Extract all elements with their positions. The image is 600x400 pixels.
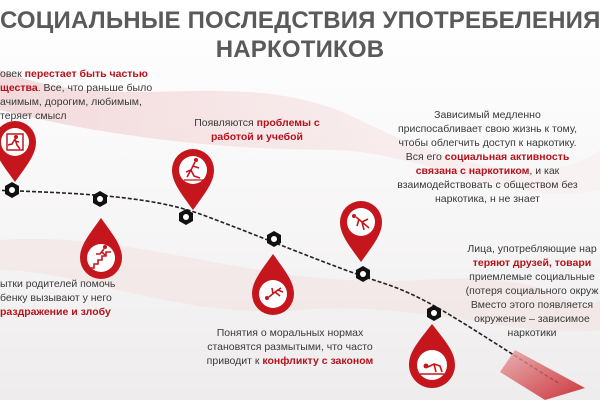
person-falling-icon	[265, 287, 284, 300]
title-line-1: СОЦИАЛЬНЫЕ ПОСЛЕДСТВИЯ УПОТРЕБЕЛЕНИЯ	[0, 7, 600, 34]
body-text: ытки родителей помочь	[0, 278, 116, 290]
text-line: чтобы облегчить доступ к наркотику.	[375, 136, 600, 150]
timeline-node-2	[93, 191, 107, 207]
pin-stage-1	[0, 121, 36, 182]
person-exit-icon	[6, 133, 24, 151]
highlight-text: социальная активность	[444, 151, 570, 163]
person-stairs-icon	[90, 245, 111, 269]
text-line: приводит к конфликту с законом	[190, 354, 390, 368]
text-line: щества. Все, что раньше было	[0, 81, 152, 95]
highlight-text: работой и учебой	[210, 131, 304, 143]
body-text: приводит к	[206, 355, 263, 367]
title-line-2: НАРКОТИКОВ	[215, 36, 385, 63]
text-line: взаимодействовать с обществом без	[375, 178, 600, 192]
text-line: (потеря социального окруж	[452, 284, 600, 298]
text-line: теряет смысл	[0, 109, 152, 123]
text-line: Зависимый медленно	[375, 108, 600, 122]
body-text: ачимым, дорогим, любимым,	[0, 96, 142, 108]
text-line: ытки родителей помочь	[0, 277, 115, 291]
highlight-text: проблемы с	[256, 117, 320, 129]
text-line: наркотики	[452, 326, 600, 340]
timeline-curve	[0, 189, 561, 385]
body-text: Лица, употребляющие нар	[467, 243, 597, 255]
text-line: теряют друзей, товари	[452, 256, 600, 270]
pin-stage-3	[172, 149, 214, 210]
body-text: Вместо этого появляется	[470, 299, 594, 311]
body-text: , и как	[529, 165, 560, 177]
page-title: СОЦИАЛЬНЫЕ ПОСЛЕДСТВИЯ УПОТРЕБЕЛЕНИЯ НАР…	[0, 6, 600, 64]
highlight-text: связана с наркотиком	[415, 165, 530, 177]
pin-stage-6	[409, 324, 455, 388]
background-swoosh	[0, 70, 600, 195]
body-text: овек	[0, 68, 25, 80]
highlight-text: раздражение и злобу	[0, 306, 111, 318]
timeline-node-1	[5, 182, 19, 198]
text-line: ачимым, дорогим, любимым,	[0, 95, 152, 109]
body-text: приемлемые социальные	[469, 271, 595, 283]
text-line: приемлемые социальные	[452, 270, 600, 284]
timeline-node-4	[267, 231, 281, 247]
stage-6-text: Лица, употребляющие нар теряют друзей, то…	[452, 242, 600, 340]
body-text: становятся размытыми, что часто	[207, 341, 373, 353]
text-line: Вся его социальная активность	[375, 150, 600, 164]
background-swoosh-2	[0, 238, 600, 332]
text-line: окружение – зависимое	[452, 312, 600, 326]
body-text: (потеря социального окруж	[465, 285, 599, 297]
body-text: окружение – зависимое	[474, 313, 590, 325]
text-line: раздражение и злобу	[0, 305, 115, 319]
body-text: . Все, что раньше было	[37, 82, 153, 94]
body-text: Вся его	[405, 151, 445, 163]
trend-arrow	[500, 350, 585, 400]
body-text: теряет смысл	[0, 110, 67, 122]
text-line: приспосабливает свою жизнь к тому,	[375, 122, 600, 136]
body-text: чтобы облегчить доступ к наркотику.	[398, 137, 577, 149]
person-tumbling-icon	[352, 214, 370, 231]
highlight-text: перестает быть частью	[24, 68, 148, 80]
body-text: Понятия о моральных нормах	[216, 327, 364, 339]
body-text: Зависимый медленно	[434, 109, 541, 121]
highlight-text: теряют друзей, товари	[472, 257, 592, 269]
person-collapsed-icon	[420, 363, 444, 375]
text-line: овек перестает быть частью	[0, 67, 152, 81]
body-text: наркотики	[507, 327, 557, 339]
text-line: связана с наркотиком, и как	[375, 164, 600, 178]
pin-stage-2	[80, 218, 122, 279]
text-line: Лица, употребляющие нар	[452, 242, 600, 256]
pin-stage-4	[252, 254, 294, 315]
timeline-node-6	[427, 305, 441, 321]
text-line: бенку вызывают у него	[0, 291, 115, 305]
body-text: бенку вызывают у него	[0, 292, 112, 304]
text-line: наркотика, н не знает	[375, 192, 600, 206]
body-text: взаимодействовать с обществом без	[397, 179, 578, 191]
text-line: Понятия о моральных нормах	[190, 326, 390, 340]
stage-5-text: Зависимый медленно приспосабливает свою ж…	[375, 108, 600, 206]
body-text: наркотика, н не знает	[435, 193, 540, 205]
timeline-node-3	[179, 209, 193, 225]
timeline-node-5	[356, 266, 370, 282]
body-text: приспосабливает свою жизнь к тому,	[397, 123, 578, 135]
text-line: Появляются проблемы с	[182, 116, 332, 130]
stage-2-text: ытки родителей помочь бенку вызывают у не…	[0, 277, 115, 319]
text-line: становятся размытыми, что часто	[190, 340, 390, 354]
text-line: Вместо этого появляется	[452, 298, 600, 312]
text-line: работой и учебой	[182, 130, 332, 144]
body-text: Появляются	[194, 117, 257, 129]
person-slipping-icon	[184, 158, 204, 181]
highlight-text: конфликту с законом	[262, 355, 374, 367]
pin-stage-5	[340, 201, 382, 262]
stage-4-text: Понятия о моральных нормах становятся раз…	[190, 326, 390, 368]
highlight-text: щества	[0, 82, 38, 94]
